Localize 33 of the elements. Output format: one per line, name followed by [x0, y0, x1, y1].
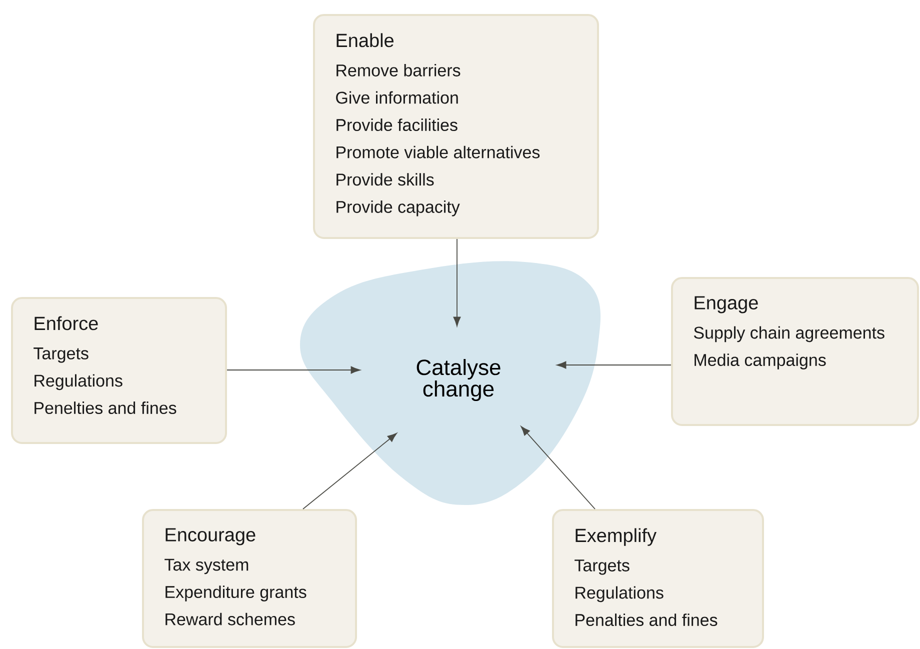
card-item: Reward schemes — [166, 612, 295, 626]
arrow — [226, 366, 360, 374]
card-item: Targets — [574, 560, 630, 575]
card-item: Supply chain agreements — [694, 326, 884, 342]
card-item: Provide skills — [336, 173, 434, 186]
card-heading: Engage — [694, 296, 758, 314]
card-heading: Enable — [336, 33, 394, 48]
card-item: Provide facilities — [336, 118, 458, 132]
arrow — [556, 361, 672, 369]
card-item: Remove barriers — [336, 64, 460, 76]
card-item: Regulations — [34, 374, 122, 390]
card-item: Targets — [34, 348, 88, 363]
card-heading: Exemplify — [576, 528, 656, 546]
card-heading: Enforce — [34, 316, 98, 330]
card-item: Penalties and fines — [576, 614, 718, 626]
arrow — [302, 432, 397, 510]
arrow — [453, 238, 461, 326]
card-item: Penelties and fines — [34, 402, 176, 414]
card-item: Expenditure grants — [166, 586, 306, 602]
card — [313, 14, 599, 239]
center-label: Catalyse change — [416, 359, 500, 401]
card-item: Regulations — [576, 586, 664, 602]
card — [142, 509, 357, 648]
card — [11, 297, 227, 444]
card-item: Tax system — [164, 558, 248, 574]
arrow — [520, 426, 596, 510]
card-item: Media campaigns — [694, 354, 826, 370]
card-item: Provide capacity — [336, 200, 460, 216]
card-item: Give information — [336, 91, 458, 104]
card — [671, 277, 919, 426]
card-item: Promote viable alternatives — [336, 146, 540, 158]
card-heading: Encourage — [166, 528, 256, 546]
card — [552, 509, 764, 648]
